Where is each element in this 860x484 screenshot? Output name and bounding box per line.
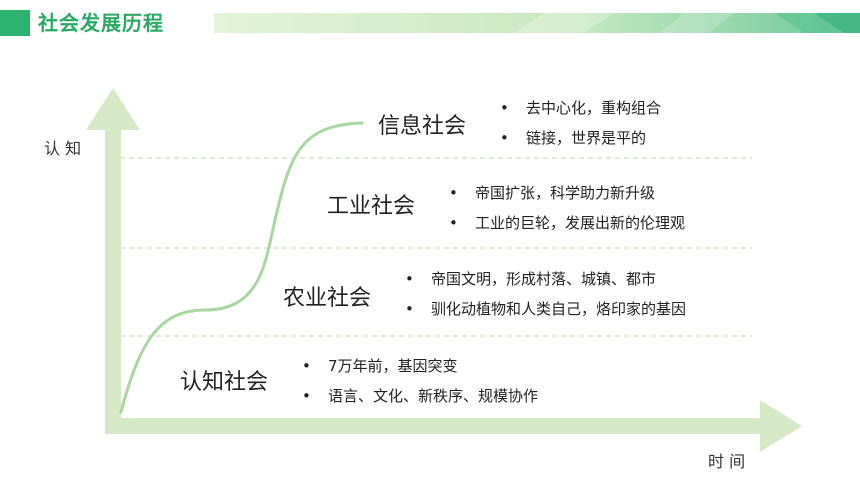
list-item: • 7万年前，基因突变 xyxy=(302,355,538,385)
stage-bullets-information: • 去中心化，重构组合 • 链接，世界是平的 xyxy=(500,97,661,157)
y-axis-arrowhead xyxy=(86,88,140,130)
list-item: • 语言、文化、新秩序、规模协作 xyxy=(302,385,538,415)
bullet-text: 驯化动植物和人类自己，烙印家的基因 xyxy=(431,300,687,318)
y-axis-shaft xyxy=(105,126,121,434)
header-bar: 社会发展历程 xyxy=(0,10,860,36)
bullet-dot: • xyxy=(405,300,414,318)
stage-title-information: 信息社会 xyxy=(378,114,467,139)
list-item: • 链接，世界是平的 xyxy=(500,127,661,157)
stage-bullets-cognitive: • 7万年前，基因突变 • 语言、文化、新秩序、规模协作 xyxy=(302,355,538,415)
bullet-text: 7万年前，基因突变 xyxy=(328,357,458,375)
bullet-text: 帝国扩张，科学助力新升级 xyxy=(475,184,656,202)
y-axis-label: 认 知 xyxy=(44,139,82,158)
bullet-text: 语言、文化、新秩序、规模协作 xyxy=(328,387,539,405)
bullet-text: 工业的巨轮，发展出新的伦理观 xyxy=(475,214,686,232)
header-accent-block xyxy=(0,10,30,36)
stage-title-cognitive: 认知社会 xyxy=(180,370,269,395)
stage-title-industrial: 工业社会 xyxy=(327,194,416,219)
bullet-dot: • xyxy=(500,129,509,147)
bullet-dot: • xyxy=(449,184,458,202)
x-axis-arrowhead xyxy=(760,400,802,452)
list-item: • 驯化动植物和人类自己，烙印家的基因 xyxy=(405,298,686,328)
page-title: 社会发展历程 xyxy=(38,11,164,35)
stage-bullets-agricultural: • 帝国文明，形成村落、城镇、都市 • 驯化动植物和人类自己，烙印家的基因 xyxy=(405,268,686,328)
list-item: • 工业的巨轮，发展出新的伦理观 xyxy=(449,212,685,242)
growth-curve xyxy=(119,121,364,414)
bullet-text: 去中心化，重构组合 xyxy=(526,99,662,117)
bullet-dot: • xyxy=(449,214,458,232)
stage-bullets-industrial: • 帝国扩张，科学助力新升级 • 工业的巨轮，发展出新的伦理观 xyxy=(449,182,685,242)
list-item: • 去中心化，重构组合 xyxy=(500,97,661,127)
bullet-dot: • xyxy=(500,99,509,117)
list-item: • 帝国扩张，科学助力新升级 xyxy=(449,182,685,212)
bullet-text: 链接，世界是平的 xyxy=(526,129,647,147)
x-axis-shaft xyxy=(105,418,765,434)
bullet-dot: • xyxy=(302,387,311,405)
bullet-dot: • xyxy=(405,270,414,288)
x-axis-label: 时 间 xyxy=(708,452,746,471)
header-decor-band xyxy=(214,13,860,33)
bullet-dot: • xyxy=(302,357,311,375)
stage-title-agricultural: 农业社会 xyxy=(283,286,372,311)
bullet-text: 帝国文明，形成村落、城镇、都市 xyxy=(431,270,657,288)
list-item: • 帝国文明，形成村落、城镇、都市 xyxy=(405,268,686,298)
